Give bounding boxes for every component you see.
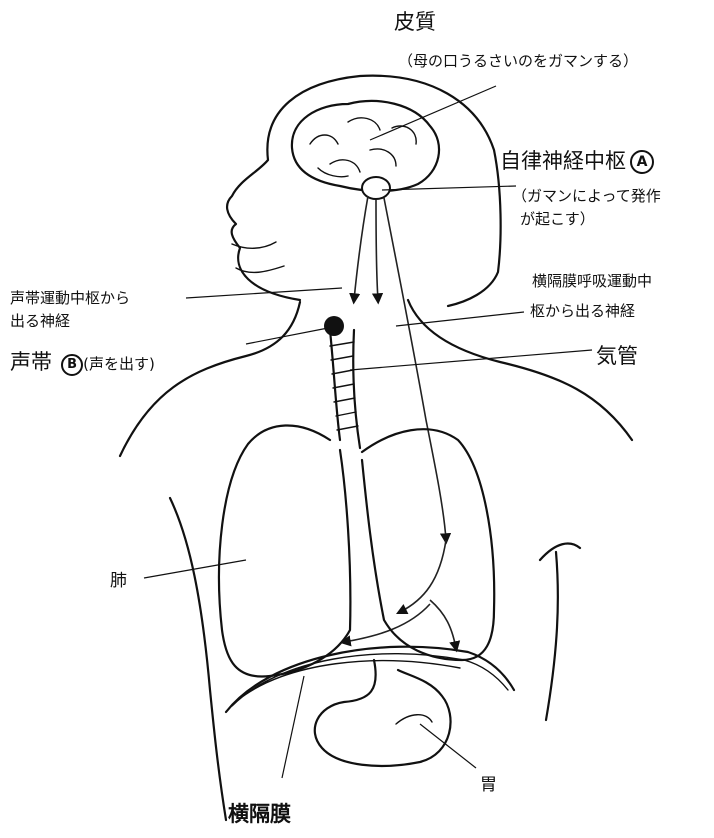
stomach-outline — [315, 660, 451, 766]
trachea-label: 気管 — [596, 340, 638, 370]
diaphragm-nerve-label-line2: 枢から出る神経 — [530, 300, 635, 321]
leader-cortex — [370, 86, 496, 140]
autonomic-note-line2: が起こす） — [520, 208, 595, 229]
diaphragm-band-inner — [232, 654, 508, 706]
nerve-to-diaphragm — [384, 198, 446, 540]
vocal-cords-node — [324, 316, 344, 336]
cortex-label: 皮質 — [394, 6, 436, 36]
stomach-label: 胃 — [480, 770, 497, 795]
diaphragm-nerve-label-line1: 横隔膜呼吸運動中 — [532, 270, 652, 291]
brain-outline — [292, 101, 439, 191]
trachea-outline — [330, 330, 360, 448]
leader-stomach — [420, 724, 476, 768]
nerve-brain-stem-1 — [376, 200, 378, 300]
diaphragm-label: 横隔膜 — [228, 798, 291, 828]
left-arm — [170, 498, 226, 820]
stomach-fold — [396, 715, 432, 724]
vocal-cords-note: (声を出す) — [83, 355, 155, 373]
vocal-cords-label: 声帯 B(声を出す) — [10, 346, 155, 376]
lung-label: 肺 — [110, 566, 127, 591]
vocal-nerve-label-line1: 声帯運動中枢から — [10, 287, 130, 308]
marker-b: B — [61, 354, 83, 376]
nerve-to-vocal — [354, 196, 368, 300]
right-arm — [540, 544, 580, 720]
autonomic-node — [362, 177, 390, 199]
leader-diaphragm — [282, 676, 304, 778]
vocal-cords-text: 声帯 — [10, 350, 52, 374]
left-lung-outline — [219, 425, 350, 676]
right-lung-outline — [362, 429, 494, 660]
cortex-note: （母の口うるさいのをガマンする） — [398, 50, 638, 71]
marker-a: A — [630, 150, 654, 174]
autonomic-center-text: 自律神経中枢 — [500, 149, 626, 173]
autonomic-note-line1: （ガマンによって発作 — [512, 185, 661, 206]
nerve-diaphragm-branch — [400, 540, 446, 612]
nerve-diaphragm-branch-2 — [430, 600, 456, 648]
vocal-nerve-label-line2: 出る神経 — [10, 310, 70, 331]
neck-shoulder-left — [120, 302, 300, 456]
